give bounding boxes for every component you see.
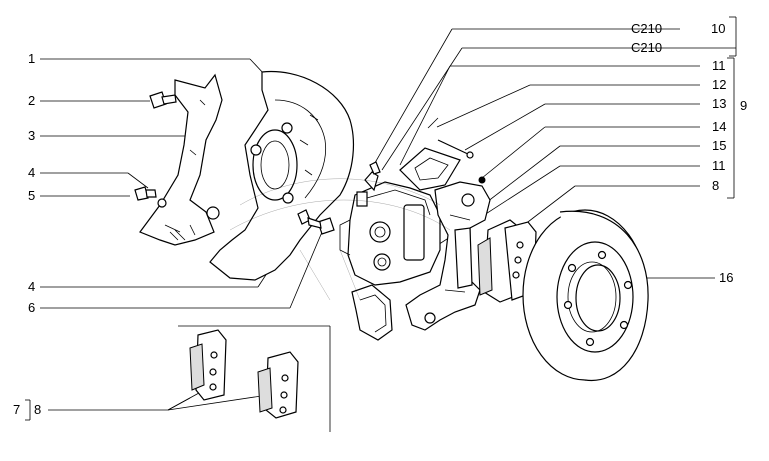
callout-label: 10 — [711, 21, 726, 36]
dust-shield — [209, 70, 355, 281]
caliper-bracket — [405, 181, 491, 331]
callout-label: 5 — [28, 188, 36, 203]
callout-label: 2 — [28, 93, 36, 108]
callout-label: 16 — [719, 270, 734, 285]
callout-label: 14 — [712, 119, 727, 134]
spare-brake-pads — [189, 329, 299, 419]
callout-label: 9 — [740, 98, 748, 113]
callout-label: 4 — [28, 165, 36, 180]
bolt-5 — [134, 186, 157, 201]
callout-label: 8 — [34, 402, 42, 417]
bolt-2 — [149, 91, 177, 109]
callout-label: 15 — [712, 138, 727, 153]
caliper-bolts — [297, 209, 335, 235]
mounting-bracket — [139, 73, 223, 246]
callout-label: 1 — [28, 51, 36, 66]
callout-label: 12 — [712, 77, 727, 92]
callout-label: 3 — [28, 128, 36, 143]
anti-rattle-clip — [351, 284, 393, 341]
watermark — [229, 178, 451, 301]
callout-label: C210 — [631, 40, 663, 55]
callout-label: 11 — [712, 158, 726, 173]
spring-plate — [399, 147, 461, 191]
callout-label: 8 — [712, 178, 720, 193]
callout-label: 11 — [712, 58, 726, 73]
pad-kit-frame — [178, 325, 331, 432]
callout-label: 6 — [28, 300, 36, 315]
callout-label: 4 — [28, 279, 36, 294]
guide-pins — [427, 117, 486, 184]
brake-caliper — [339, 161, 441, 286]
callout-label: C210 — [631, 21, 663, 36]
callout-label: 13 — [712, 96, 727, 111]
callout-label: 7 — [13, 402, 21, 417]
brake-disc — [522, 209, 649, 382]
